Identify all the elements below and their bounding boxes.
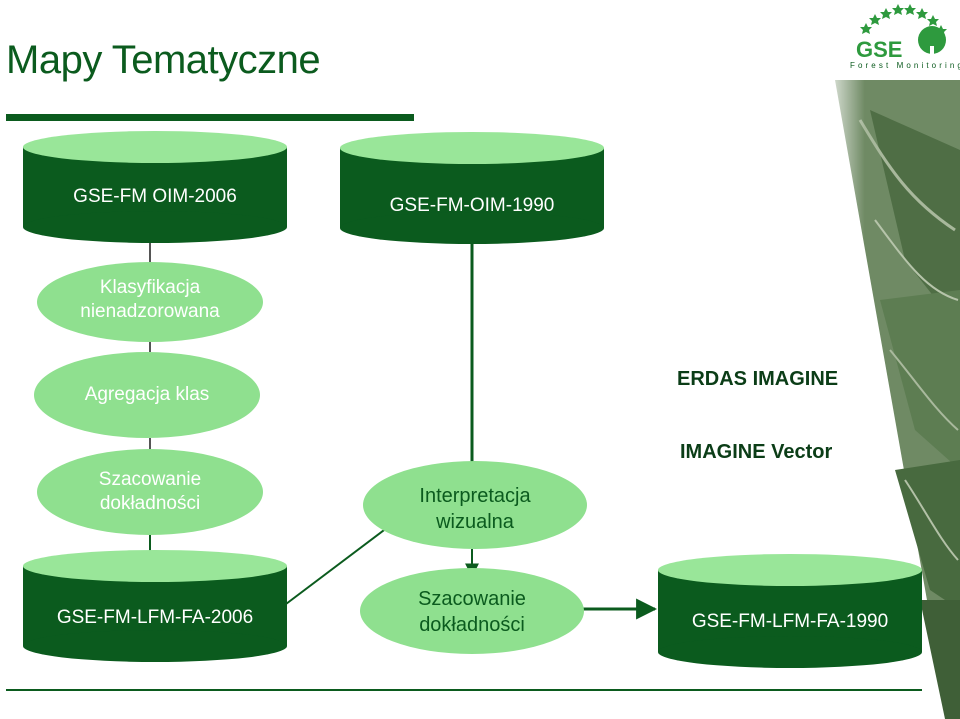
ellipse-szacowanie-bottom xyxy=(360,568,584,654)
interpretacja-line-2: wizualna xyxy=(436,511,514,533)
tree-icon xyxy=(918,26,946,60)
logo-mark: GSE xyxy=(856,37,902,62)
agregacja-label: Agregacja klas xyxy=(84,384,210,405)
page-title: Mapy Tematyczne xyxy=(6,38,321,82)
star-ring-icon xyxy=(860,4,947,36)
szacowanie-bottom-line-1: Szacowanie xyxy=(418,588,526,610)
klasyfikacja-label: Klasyfikacja nienadzorowana xyxy=(37,276,263,324)
interpretacja-label: Interpretacja wizualna xyxy=(363,483,587,535)
title-underline xyxy=(6,114,414,121)
db-oim-1990-label: GSE-FM-OIM-1990 xyxy=(389,195,555,216)
db-oim-1990-shape xyxy=(340,132,604,244)
klasyfikacja-line-1: Klasyfikacja xyxy=(99,277,201,298)
bottom-rule xyxy=(6,689,922,691)
szacowanie-left-line-2: dokładności xyxy=(99,493,201,514)
szacowanie-left-line-1: Szacowanie xyxy=(98,469,202,490)
szacowanie-bottom-label: Szacowanie dokładności xyxy=(360,586,584,638)
ellipse-szacowanie-left xyxy=(37,449,263,535)
db-lfm-2006-label: GSE-FM-LFM-FA-2006 xyxy=(56,607,254,628)
logo-subtitle: Forest Monitoring xyxy=(850,61,960,70)
db-oim-2006-shape xyxy=(23,131,287,243)
ellipse-klasyfikacja xyxy=(37,262,263,342)
gse-logo: GSE xyxy=(856,4,947,62)
db-lfm-2006-shape xyxy=(23,550,287,662)
ellipse-agregacja xyxy=(34,352,260,438)
tool-imagine-vector: IMAGINE Vector xyxy=(680,441,833,463)
interpretacja-line-1: Interpretacja xyxy=(419,485,531,507)
szacowanie-bottom-line-2: dokładności xyxy=(419,614,525,636)
connectors xyxy=(143,240,658,620)
ellipse-interpretacja xyxy=(363,461,587,549)
db-oim-2006-label: GSE-FM OIM-2006 xyxy=(73,186,237,207)
db-lfm-1990-shape xyxy=(658,554,922,668)
tool-erdas-imagine: ERDAS IMAGINE xyxy=(677,368,839,390)
db-lfm-1990-label: GSE-FM-LFM-FA-1990 xyxy=(691,611,889,632)
klasyfikacja-line-2: nienadzorowana xyxy=(80,301,220,322)
szacowanie-left-label: Szacowanie dokładności xyxy=(37,468,263,516)
terrain-photo xyxy=(820,80,960,719)
arrow-lfm2006-interpretacja xyxy=(285,517,402,605)
